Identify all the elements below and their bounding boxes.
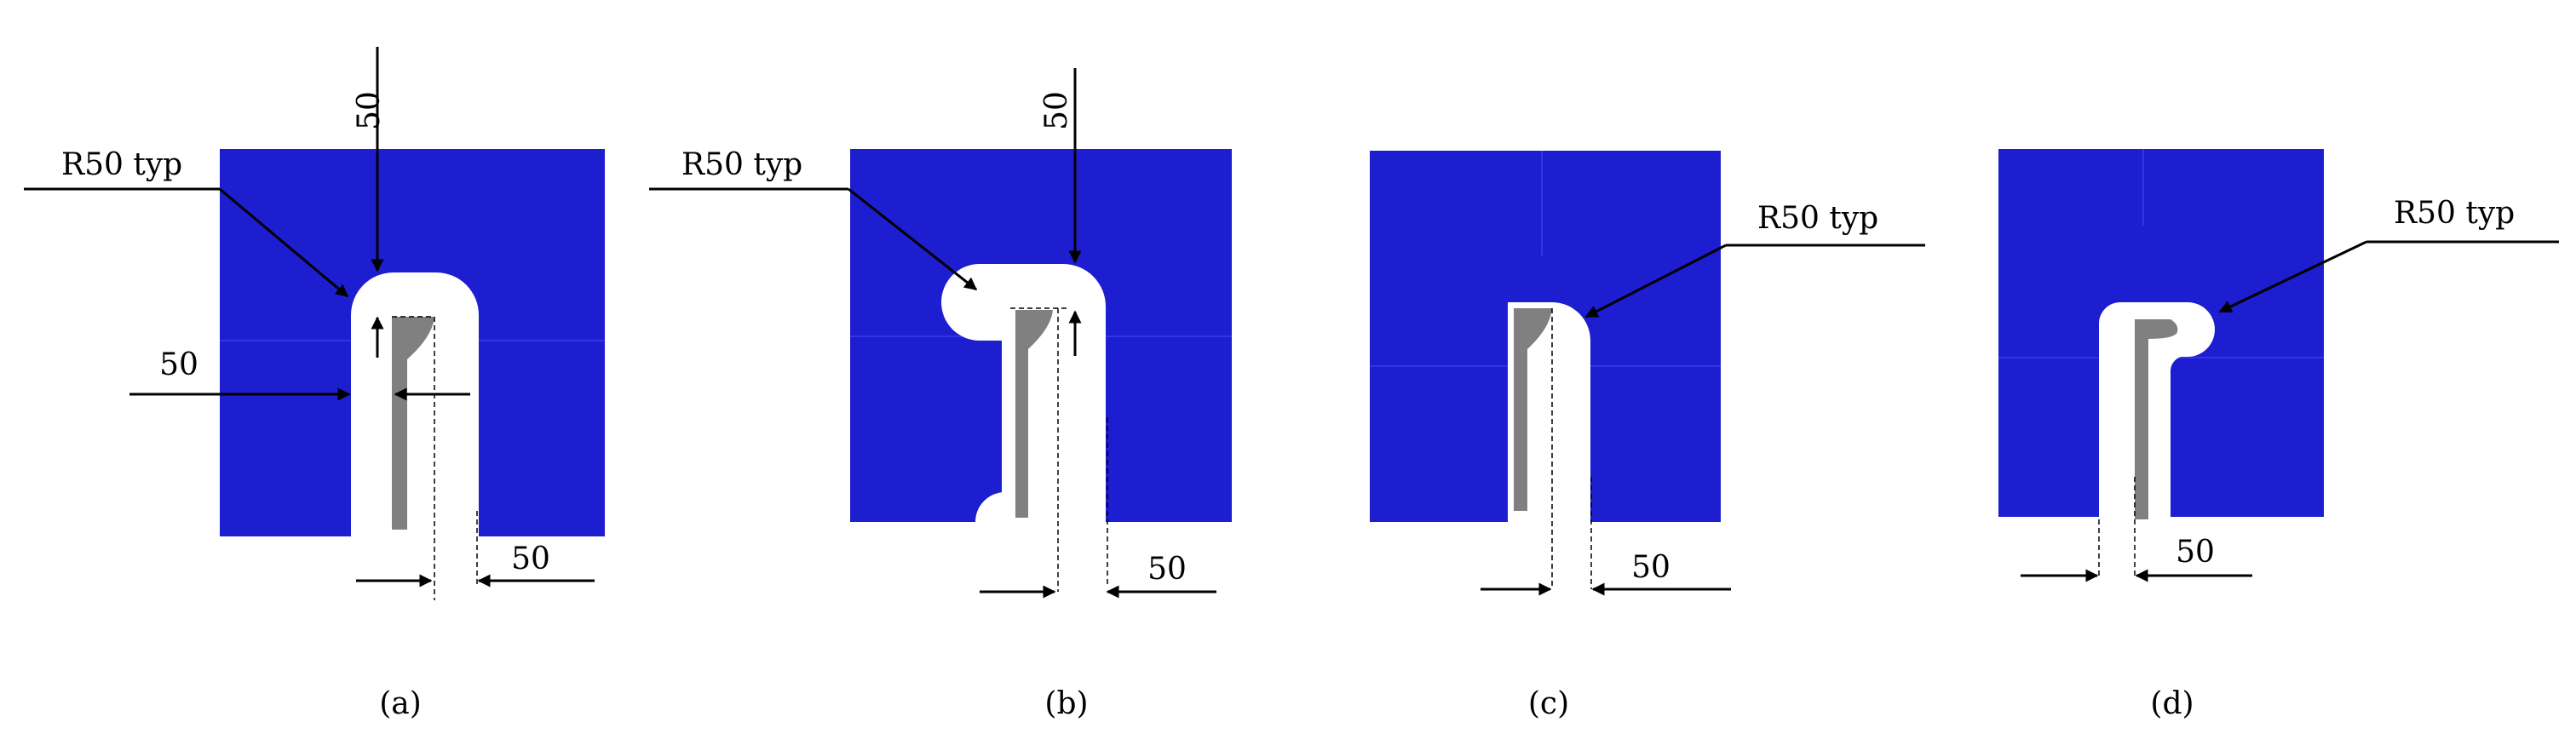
radius-label-d: R50 typ [2394,196,2515,231]
slot-d [2099,302,2215,524]
radius-label-b: R50 typ [681,147,802,182]
extrusion-profile-c [1514,308,1552,511]
dim-label-c-bottom: 50 [1631,550,1670,585]
dim-label-a-vertical: 50 [352,91,387,130]
slot-c [1508,302,1590,522]
dim-label-a-bottom: 50 [511,542,550,576]
panel-c: 50 R50 typ (c) [1370,151,1925,721]
radius-label-a: R50 typ [61,147,182,182]
panel-b: 50 50 R50 typ (b) [649,68,1232,721]
extrusion-profile-b [1015,310,1053,518]
extrusion-profile-a [392,317,434,530]
caption-c: (c) [1528,686,1569,721]
panel-d: 50 R50 typ (d) [1998,149,2559,721]
radius-leader-a-diag [219,187,349,298]
extrusion-profile-d [2135,319,2178,519]
radius-leader-c-diag [1584,244,1727,318]
radius-label-c: R50 typ [1757,201,1878,236]
radius-leader-d-diag [2218,240,2367,313]
radius-leader-b-diag [848,187,978,291]
dim-label-a-width: 50 [159,347,198,382]
caption-b: (b) [1044,686,1088,721]
dim-label-d-bottom: 50 [2176,535,2215,570]
caption-d: (d) [2150,686,2194,721]
caption-a: (a) [379,686,422,721]
dim-label-b-vertical: 50 [1039,91,1074,130]
panel-a: 50 50 50 R50 typ (a) [24,47,605,721]
slot-a [351,272,479,536]
dim-label-b-bottom: 50 [1147,552,1187,587]
relief-notch-b [975,492,1005,522]
